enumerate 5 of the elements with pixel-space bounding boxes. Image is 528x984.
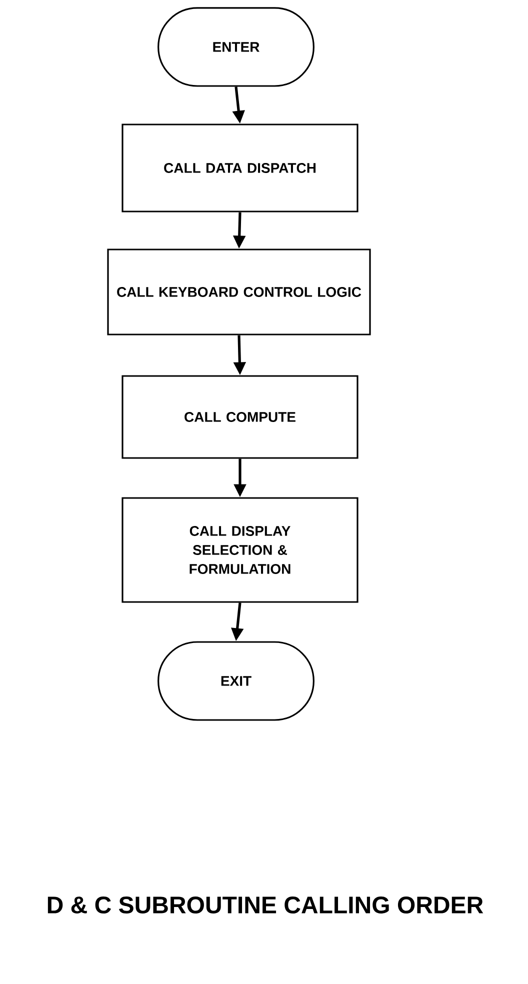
process-box: CALL KEYBOARD CONTROL LOGIC	[107, 248, 371, 336]
title: D & C SUBROUTINE CALLING ORDER	[48, 896, 484, 914]
process-box: CALL DATA DISPATCH	[122, 124, 358, 212]
process-box: CALL DISPLAY SELECTION & FORMULATION	[122, 497, 358, 603]
process-box: CALL COMPUTE	[122, 375, 358, 459]
